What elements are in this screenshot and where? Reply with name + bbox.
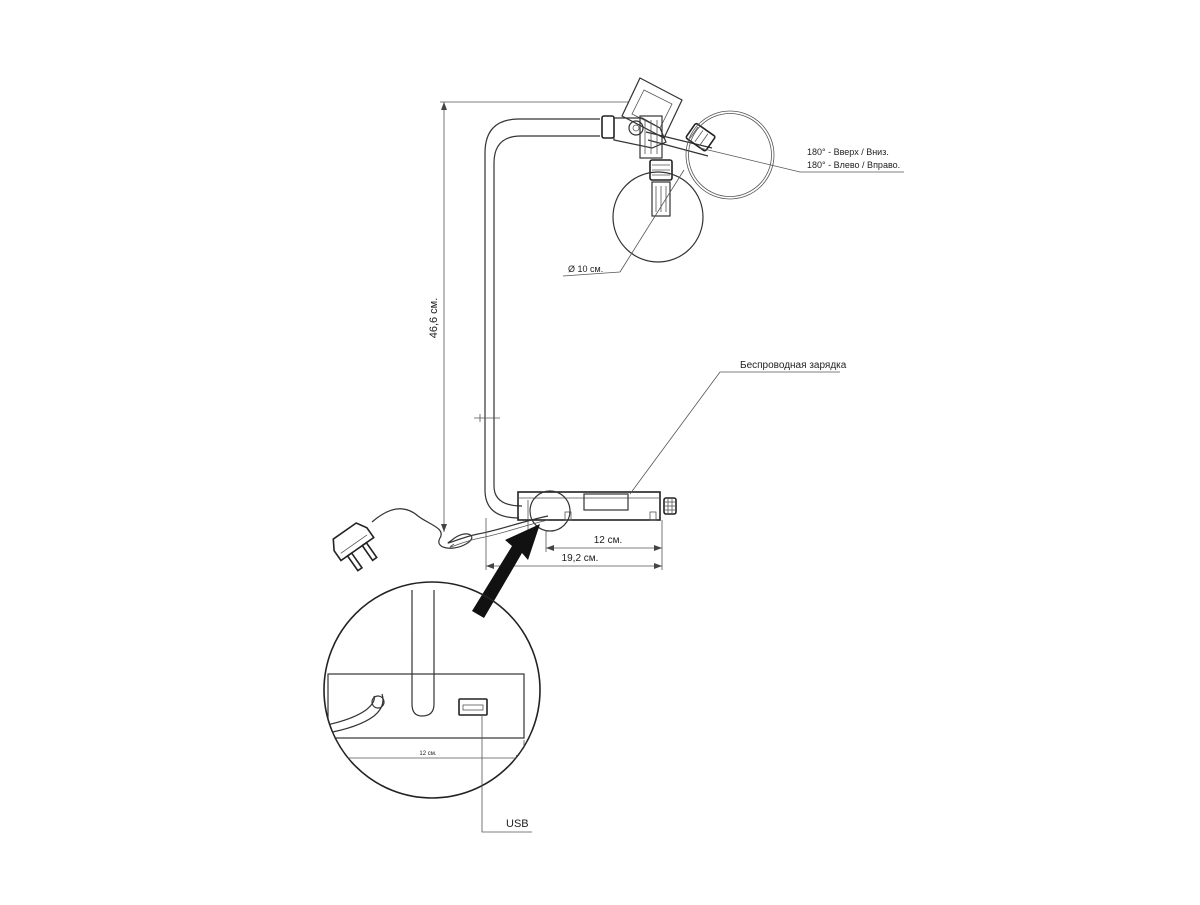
wireless-charging-label: Беспроводная зарядка	[740, 360, 847, 371]
base-dimensions: 12 см. 19,2 см.	[485, 518, 663, 570]
power-plug	[332, 522, 378, 572]
lamp-base	[517, 490, 677, 532]
zoom-arrow	[472, 524, 540, 618]
detail-view: 12 см.	[323, 581, 541, 799]
wireless-callout: Беспроводная зарядка	[629, 360, 847, 495]
rotation-callout: 180° - Вверх / Вниз. 180° - Влево / Впра…	[699, 147, 904, 173]
detail-length-label: 12 см.	[419, 751, 436, 757]
usb-label: USB	[506, 818, 529, 830]
shade-spheres	[612, 110, 775, 263]
usb-callout: USB	[481, 716, 532, 833]
diameter-callout: Ø 10 см.	[562, 169, 685, 277]
detail-circle	[323, 581, 541, 799]
shade-diameter-label: Ø 10 см.	[568, 264, 603, 274]
lamp-arm	[474, 115, 615, 519]
rotation-vertical-label: 180° - Вверх / Вниз.	[807, 147, 889, 157]
lamp-head	[613, 77, 716, 217]
power-cord	[371, 508, 549, 549]
rotation-horizontal-label: 180° - Влево / Вправо.	[807, 160, 900, 170]
height-dimension: 46,6 см.	[428, 101, 628, 532]
base-length-label: 12 см.	[594, 535, 623, 546]
total-length-label: 19,2 см.	[562, 553, 599, 564]
height-label: 46,6 см.	[428, 298, 440, 339]
